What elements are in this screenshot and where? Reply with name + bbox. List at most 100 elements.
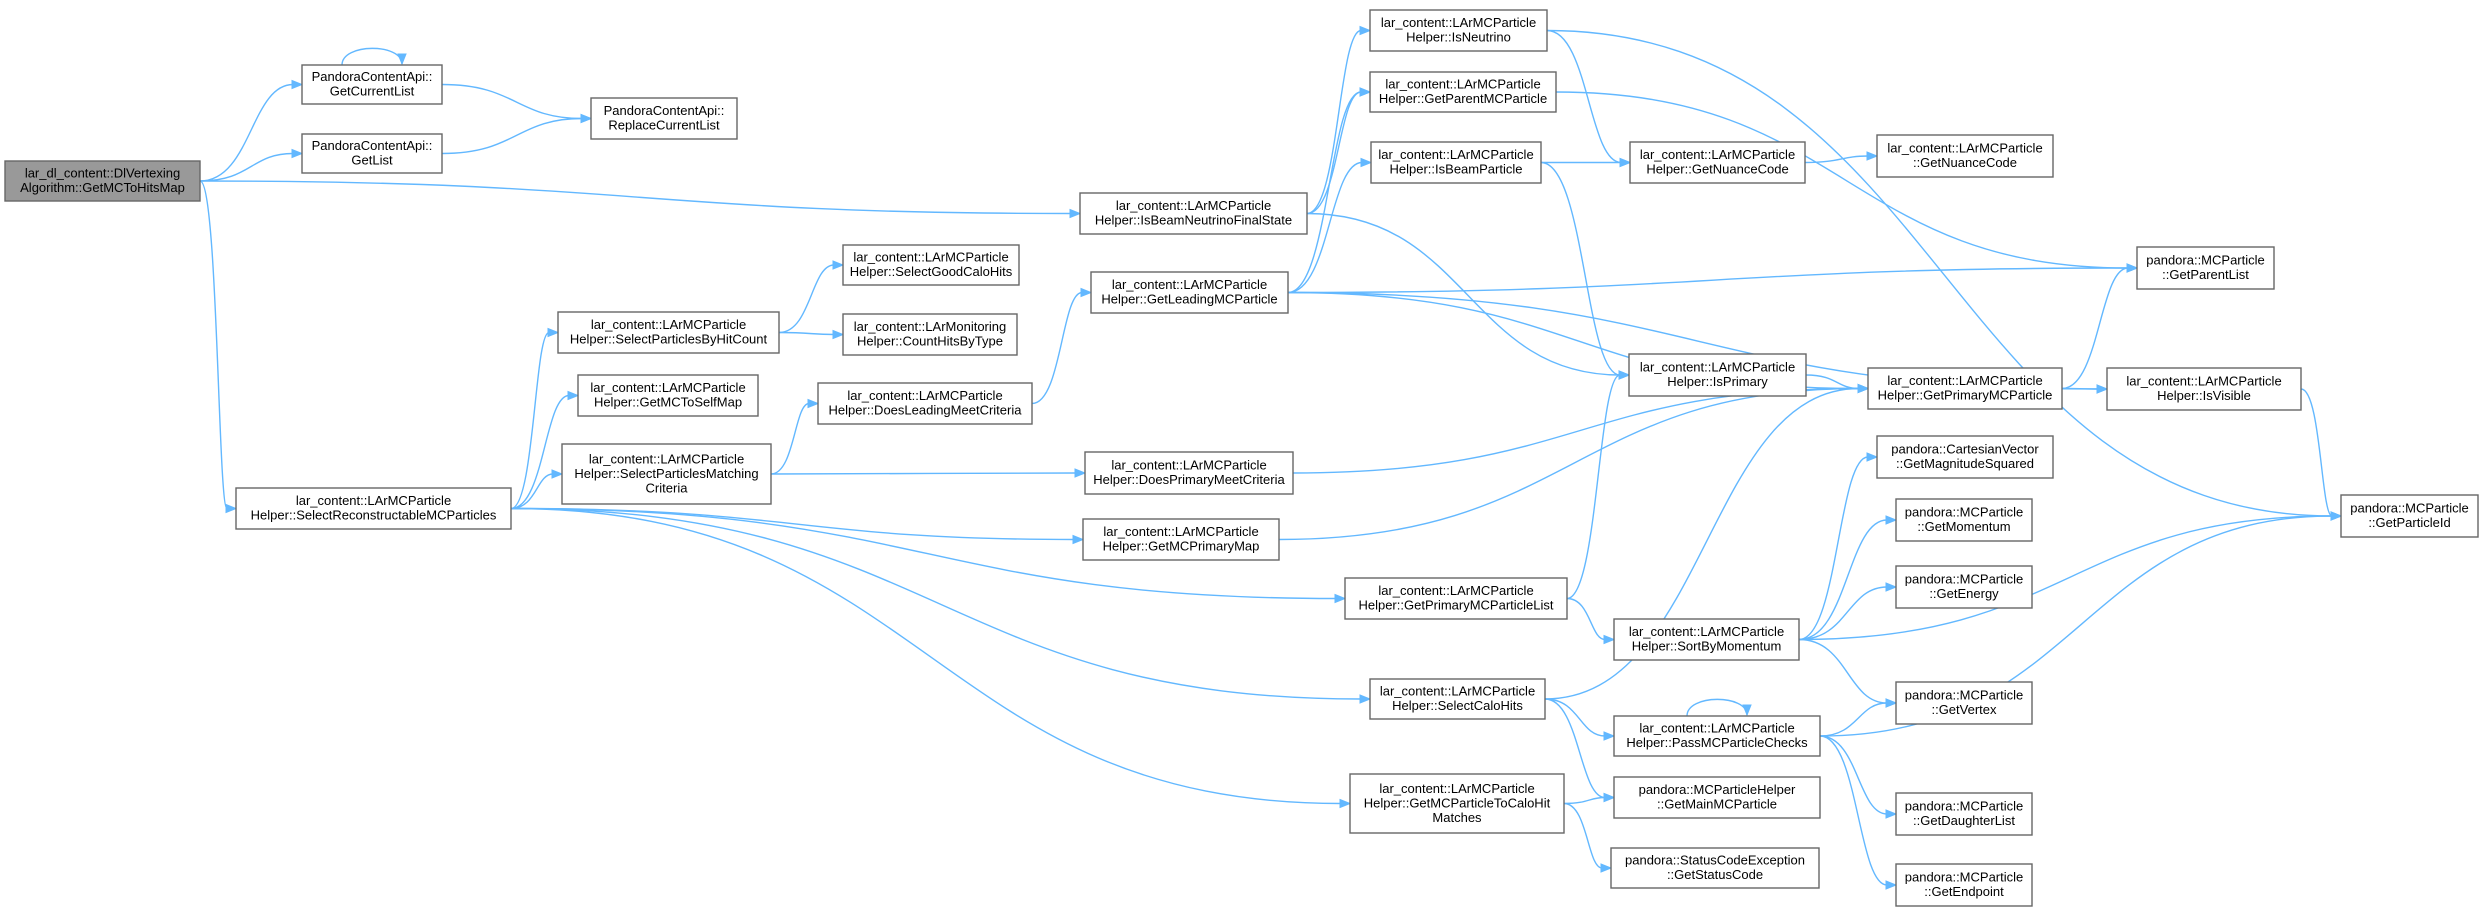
node-get-main-mc[interactable]: pandora::MCParticleHelper::GetMainMCPart… <box>1613 776 1821 819</box>
edge-is-neutrino-to-get-particle-id <box>1546 29 2333 517</box>
node-count-hits[interactable]: lar_content::LArMonitoringHelper::CountH… <box>842 313 1018 356</box>
node-box <box>1084 451 1294 495</box>
node-get-primary-mc[interactable]: lar_content::LArMCParticleHelper::GetPri… <box>1867 367 2063 410</box>
node-is-visible[interactable]: lar_content::LArMCParticleHelper::IsVisi… <box>2106 367 2302 411</box>
edge-arrowhead <box>1742 704 1752 717</box>
node-box <box>1369 9 1548 52</box>
node-get-energy[interactable]: pandora::MCParticle::GetEnergy <box>1895 565 2033 609</box>
edge-select-matching-to-does-primary <box>770 472 1077 475</box>
node-box <box>235 487 512 530</box>
node-label-line: pandora::MCParticleHelper <box>1639 782 1796 797</box>
node-box <box>2106 367 2302 411</box>
node-get-leading[interactable]: lar_content::LArMCParticleHelper::GetLea… <box>1090 271 1289 314</box>
node-label-line: pandora::MCParticle <box>1905 505 2024 520</box>
node-get-nuance-code-h[interactable]: lar_content::LArMCParticleHelper::GetNua… <box>1629 141 1806 184</box>
edge-arrowhead <box>547 327 560 338</box>
node-select-by-hit[interactable]: lar_content::LArMCParticleHelper::Select… <box>557 311 780 354</box>
node-get-nuance-code[interactable]: lar_content::LArMCParticle::GetNuanceCod… <box>1876 134 2054 178</box>
node-box <box>1895 681 2033 725</box>
node-get-parent-list[interactable]: pandora::MCParticle::GetParentList <box>2136 246 2275 290</box>
node-sort-by-momentum[interactable]: lar_content::LArMCParticleHelper::SortBy… <box>1613 618 1800 661</box>
node-label-line: Helper::GetParentMCParticle <box>1379 91 1547 106</box>
node-box <box>1079 192 1308 235</box>
node-label-line: lar_content::LArMCParticle <box>1385 77 1540 92</box>
node-select-matching[interactable]: lar_content::LArMCParticleHelper::Select… <box>561 443 772 505</box>
edge-arrowhead <box>1603 634 1616 645</box>
node-label-line: Helper::DoesLeadingMeetCriteria <box>829 403 1023 418</box>
node-get-vertex[interactable]: pandora::MCParticle::GetVertex <box>1895 681 2033 725</box>
node-get-primary-list[interactable]: lar_content::LArMCParticleHelper::GetPri… <box>1344 577 1568 620</box>
edge-sort-by-momentum-to-get-energy <box>1798 586 1888 641</box>
node-label-line: lar_content::LArMCParticle <box>1103 524 1258 539</box>
node-select-good-calo[interactable]: lar_content::LArMCParticleHelper::Select… <box>842 244 1020 286</box>
node-box <box>301 133 443 174</box>
edge-arrowhead <box>1339 798 1352 809</box>
node-is-neutrino[interactable]: lar_content::LArMCParticleHelper::IsNeut… <box>1369 9 1548 52</box>
node-get-parent-mc[interactable]: lar_content::LArMCParticleHelper::GetPar… <box>1369 71 1557 113</box>
node-box <box>1344 577 1568 620</box>
node-box <box>842 244 1020 286</box>
node-root[interactable]: lar_dl_content::DlVertexingAlgorithm::Ge… <box>4 160 201 202</box>
node-get-particle-id[interactable]: pandora::MCParticle::GetParticleId <box>2340 494 2479 538</box>
node-label-line: lar_content::LArMCParticle <box>853 250 1008 265</box>
edge-arrowhead <box>1600 863 1613 873</box>
node-label-line: lar_content::LArMCParticle <box>1379 781 1534 796</box>
node-box <box>577 374 759 417</box>
node-get-status-code[interactable]: pandora::StatusCodeException::GetStatusC… <box>1610 847 1820 889</box>
node-label-line: lar_content::LArMCParticle <box>1116 198 1271 213</box>
node-get-endpoint[interactable]: pandora::MCParticle::GetEndpoint <box>1895 863 2033 907</box>
edges-layer <box>199 25 2343 890</box>
node-box <box>1613 776 1821 819</box>
node-label-line: lar_content::LArMCParticle <box>296 493 451 508</box>
node-is-beam-particle[interactable]: lar_content::LArMCParticleHelper::IsBeam… <box>1370 141 1542 184</box>
node-get-list[interactable]: PandoraContentApi::GetList <box>301 133 443 174</box>
node-box <box>1082 518 1280 561</box>
node-label-line: lar_content::LArMCParticle <box>1887 141 2042 156</box>
node-get-momentum[interactable]: pandora::MCParticle::GetMomentum <box>1895 498 2033 542</box>
edge-get-leading-to-is-beam-particle <box>1287 161 1363 294</box>
node-label-line: Helper::SelectParticlesMatching <box>574 466 758 481</box>
edge-select-reco-to-get-mcto-self-map <box>510 394 570 510</box>
edge-pass-checks-to-get-vertex <box>1819 702 1888 737</box>
edge-pass-checks-to-get-daughter-list <box>1819 735 1888 815</box>
edge-does-leading-to-get-leading <box>1031 291 1083 405</box>
edge-root-to-get-list <box>199 152 294 182</box>
edge-arrowhead <box>1080 287 1093 298</box>
node-select-reco[interactable]: lar_content::LArMCParticleHelper::Select… <box>235 487 512 530</box>
edge-arrowhead <box>832 329 845 340</box>
edge-arrowhead <box>1603 792 1616 803</box>
node-is-primary[interactable]: lar_content::LArMCParticleHelper::IsPrim… <box>1628 353 1807 397</box>
node-box <box>1895 792 2033 836</box>
node-get-mcto-calo[interactable]: lar_content::LArMCParticleHelper::GetMCP… <box>1349 773 1565 834</box>
node-get-daughter-list[interactable]: pandora::MCParticle::GetDaughterList <box>1895 792 2033 836</box>
node-box <box>1629 141 1806 184</box>
node-select-calo[interactable]: lar_content::LArMCParticleHelper::Select… <box>1369 678 1546 720</box>
node-get-current-list[interactable]: PandoraContentApi::GetCurrentList <box>301 64 443 105</box>
node-label-line: pandora::MCParticle <box>2350 501 2469 516</box>
node-label-line: ::GetMagnitudeSquared <box>1896 456 2034 471</box>
node-does-leading[interactable]: lar_content::LArMCParticleHelper::DoesLe… <box>817 382 1033 425</box>
node-get-mcto-self-map[interactable]: lar_content::LArMCParticleHelper::GetMCT… <box>577 374 759 417</box>
node-box <box>1895 863 2033 907</box>
node-pass-checks[interactable]: lar_content::LArMCParticleHelper::PassMC… <box>1613 715 1821 757</box>
node-mag-squared[interactable]: pandora::CartesianVector::GetMagnitudeSq… <box>1876 435 2054 479</box>
node-label-line: lar_content::LArMCParticle <box>2126 374 2281 389</box>
node-replace-current-list[interactable]: PandoraContentApi::ReplaceCurrentList <box>590 97 738 140</box>
edge-get-primary-list-to-sort-by-momentum <box>1566 597 1606 641</box>
edge-get-parent-mc-to-get-parent-list <box>1555 91 2129 269</box>
edge-arrowhead <box>1619 157 1632 168</box>
edge-is-primary-to-get-primary-mc <box>1805 374 1860 390</box>
node-does-primary[interactable]: lar_content::LArMCParticleHelper::DoesPr… <box>1084 451 1294 495</box>
edge-arrowhead <box>1359 694 1372 704</box>
edge-arrowhead <box>1885 515 1898 525</box>
edge-get-primary-mc-to-is-visible <box>2061 387 2099 390</box>
node-label-line: ::GetStatusCode <box>1667 867 1763 882</box>
edge-arrowhead <box>1885 880 1898 890</box>
node-label-line: pandora::MCParticle <box>1905 572 2024 587</box>
node-is-beam-nu-fs[interactable]: lar_content::LArMCParticleHelper::IsBeam… <box>1079 192 1308 235</box>
edge-arrowhead <box>397 53 407 66</box>
node-get-mcprimary-map[interactable]: lar_content::LArMCParticleHelper::GetMCP… <box>1082 518 1280 561</box>
edge-is-neutrino-to-get-nuance-code-h <box>1546 29 1622 164</box>
node-label-line: PandoraContentApi:: <box>312 69 433 84</box>
node-label-line: ::GetMomentum <box>1917 519 2010 534</box>
